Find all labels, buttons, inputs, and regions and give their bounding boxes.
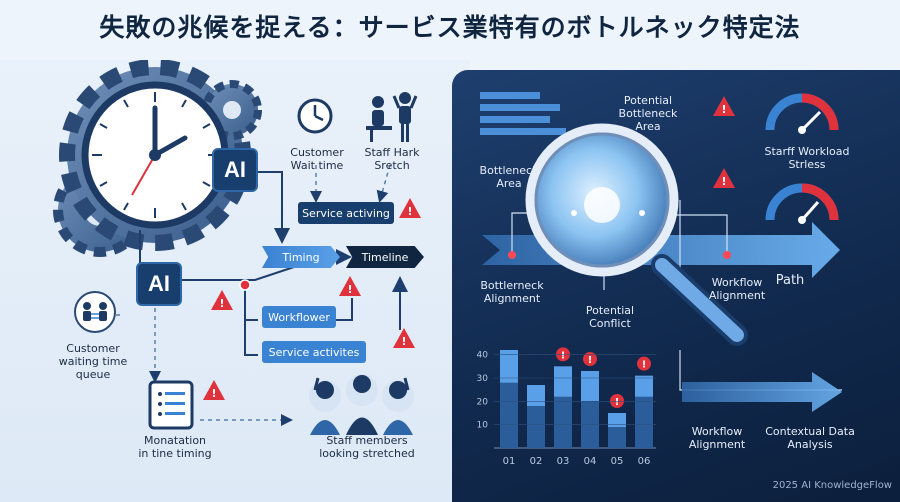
y-tick-label: 30 [477, 374, 489, 384]
bottleneck-area-label: Bottleneck Area [479, 164, 539, 190]
path-label: Path [775, 273, 805, 288]
contextual-data-label: Contextual Data Analysis [765, 425, 855, 451]
svg-text:!: ! [211, 387, 216, 400]
gauge-icon [765, 93, 839, 134]
alert-marker-glyph: ! [642, 360, 647, 371]
svg-text:!: ! [407, 205, 412, 218]
x-tick-label: 01 [503, 456, 516, 467]
y-tick-label: 10 [477, 421, 489, 431]
bar-series-2 [608, 427, 626, 448]
lower-flow-arrow [682, 372, 842, 412]
svg-text:!: ! [721, 103, 726, 116]
staff-members-label: Staff members looking stretched [319, 434, 415, 460]
potential-bottleneck-area-label: Potential Bottleneck Area [618, 94, 678, 133]
warning-icon: ! [713, 168, 735, 188]
alert-marker-glyph: ! [561, 350, 566, 361]
svg-text:!: ! [219, 297, 224, 310]
potential-conflict-label: Potential Conflict [585, 304, 635, 330]
bar-chart: 01 02 03 04 05 06 !!!! 40 30 20 10 [477, 347, 656, 467]
warning-icon: ! [399, 198, 421, 218]
timing-arrow: Timing [262, 246, 340, 268]
customer-wait-time-label: Customer Wait time [290, 146, 344, 172]
bar-series-2 [527, 406, 545, 448]
workflow-alignment-label-2: Workflow Alignment [688, 425, 746, 451]
staff-stretch-label: Staff Hark Sretch [364, 146, 420, 172]
alert-marker-glyph: ! [588, 355, 593, 366]
x-tick-label: 05 [611, 456, 624, 467]
svg-text:!: ! [401, 335, 406, 348]
ai-badge-top: AI [212, 148, 258, 192]
alert-marker [556, 347, 570, 362]
right-diagram-svg: ! ! 01 02 03 04 05 06 !!!! 40 30 20 10 [477, 92, 842, 467]
svg-text:!: ! [721, 175, 726, 188]
warning-icon: ! [203, 380, 225, 400]
monatation-label: Monatation in tine timing [138, 434, 212, 460]
alert-marker [637, 356, 651, 371]
warning-icon: ! [393, 328, 415, 348]
y-tick-label: 40 [477, 351, 489, 361]
service-activing-box: Service activing [298, 202, 394, 224]
alert-marker [583, 352, 597, 366]
timeline-arrow: Timeline [346, 246, 424, 268]
x-tick-label: 06 [638, 456, 651, 467]
bottleneck-alignment-label: Bottlerneck Alignment [480, 279, 544, 305]
alert-marker-glyph: ! [615, 397, 620, 408]
bar-series-2 [635, 396, 653, 448]
alert-dot [508, 251, 516, 259]
x-tick-label: 02 [530, 456, 543, 467]
warning-icon: ! [713, 96, 735, 116]
stopwatch-icon [297, 98, 333, 134]
alert-dot [723, 251, 731, 259]
warning-icon: ! [339, 276, 361, 296]
alert-marker [610, 394, 624, 408]
y-tick-label: 20 [477, 397, 489, 407]
workflower-box: Workflower [262, 306, 336, 328]
staff-workload-label: Starff Workload Strless [764, 145, 850, 171]
x-tick-label: 04 [584, 456, 597, 467]
footer-credit: 2025 AI KnowledgeFlow [772, 480, 892, 491]
staff-desk-icon [366, 92, 418, 142]
bar-series-2 [554, 396, 572, 448]
x-tick-label: 03 [557, 456, 570, 467]
mini-bar-list [480, 92, 566, 135]
clock-icon [81, 81, 229, 229]
gauge-icon [765, 183, 839, 224]
junction-dot [239, 279, 251, 291]
service-activites-box: Service activites [262, 341, 366, 363]
document-icon [148, 380, 194, 430]
customer-queue-label: Customer waiting time queue [58, 342, 128, 381]
warning-icon: ! [211, 290, 233, 310]
page-title: 失敗の兆候を捉える：サービス業特有のボトルネック特定法 [99, 13, 801, 42]
svg-text:!: ! [347, 283, 352, 296]
queue-people-icon [74, 291, 116, 333]
magnifier-icon [525, 123, 748, 346]
stressed-staff-icon [309, 374, 414, 435]
bar-series-2 [500, 382, 518, 448]
ai-badge-bottom: AI [136, 262, 182, 306]
workflow-alignment-label: Workflow Alignment [708, 276, 766, 302]
